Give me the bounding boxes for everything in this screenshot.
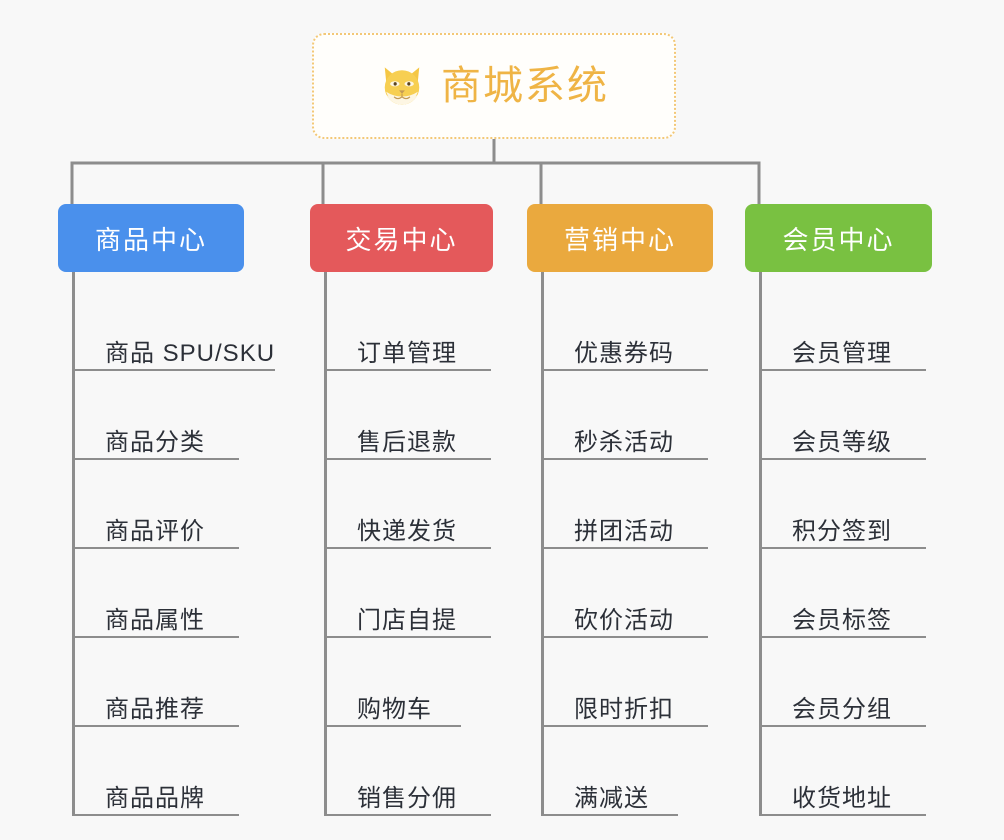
leaf-item[interactable]: 商品 SPU/SKU [75, 282, 275, 371]
root-node[interactable]: 商城系统 [312, 33, 676, 139]
leaf-item[interactable]: 积分签到 [762, 460, 932, 549]
leaf-item[interactable]: 快递发货 [327, 460, 493, 549]
leaf-item-label: 门店自提 [357, 606, 457, 634]
branch-header-label: 营销中心 [563, 224, 676, 255]
leaf-item[interactable]: 优惠券码 [544, 282, 713, 371]
leaf-item[interactable]: 限时折扣 [544, 638, 713, 727]
leaf-item-label: 商品评价 [105, 517, 205, 545]
leaf-item[interactable]: 商品品牌 [75, 727, 244, 816]
leaf-item[interactable]: 会员标签 [762, 549, 932, 638]
leaf-item-label: 砍价活动 [574, 606, 674, 634]
branch-member-center: 会员中心会员管理会员等级积分签到会员标签会员分组收货地址 [745, 204, 932, 816]
leaf-list-member-center: 会员管理会员等级积分签到会员标签会员分组收货地址 [759, 272, 932, 816]
leaf-item-label: 优惠券码 [574, 339, 674, 367]
leaf-item[interactable]: 秒杀活动 [544, 371, 713, 460]
leaf-item-label: 商品品牌 [105, 784, 205, 812]
branch-header-label: 会员中心 [782, 224, 895, 255]
root-title: 商城系统 [441, 64, 609, 108]
leaf-item-label: 限时折扣 [574, 695, 674, 723]
leaf-item-label: 商品推荐 [105, 695, 205, 723]
leaf-list-marketing-center: 优惠券码秒杀活动拼团活动砍价活动限时折扣满减送 [541, 272, 713, 816]
branch-marketing-center: 营销中心优惠券码秒杀活动拼团活动砍价活动限时折扣满减送 [527, 204, 713, 816]
leaf-item[interactable]: 砍价活动 [544, 549, 713, 638]
leaf-item[interactable]: 会员分组 [762, 638, 932, 727]
leaf-item[interactable]: 会员等级 [762, 371, 932, 460]
leaf-item[interactable]: 商品推荐 [75, 638, 244, 727]
leaf-item-label: 收货地址 [792, 784, 892, 812]
branch-header-marketing-center[interactable]: 营销中心 [527, 204, 713, 272]
branch-header-member-center[interactable]: 会员中心 [745, 204, 932, 272]
leaf-item-label: 积分签到 [792, 517, 892, 545]
leaf-item-label: 会员等级 [792, 428, 892, 456]
leaf-item-label: 售后退款 [357, 428, 457, 456]
leaf-item[interactable]: 售后退款 [327, 371, 493, 460]
leaf-item[interactable]: 商品评价 [75, 460, 244, 549]
leaf-item-label: 商品分类 [105, 428, 205, 456]
branch-header-label: 商品中心 [94, 224, 207, 255]
branch-product-center: 商品中心商品 SPU/SKU 商品分类商品评价商品属性商品推荐商品品牌 [58, 204, 275, 816]
leaf-item[interactable]: 商品属性 [75, 549, 244, 638]
leaf-item[interactable]: 收货地址 [762, 727, 932, 816]
leaf-item-label: 拼团活动 [574, 517, 674, 545]
leaf-list-product-center: 商品 SPU/SKU 商品分类商品评价商品属性商品推荐商品品牌 [72, 272, 275, 816]
leaf-item-label: 会员管理 [792, 339, 892, 367]
leaf-item-label: 商品属性 [105, 606, 205, 634]
branch-trade-center: 交易中心订单管理售后退款快递发货门店自提购物车销售分佣 [310, 204, 493, 816]
leaf-item[interactable]: 订单管理 [327, 282, 493, 371]
leaf-item-label: 会员分组 [792, 695, 892, 723]
leaf-item[interactable]: 满减送 [544, 727, 713, 816]
leaf-item-label: 订单管理 [357, 339, 457, 367]
leaf-item[interactable]: 门店自提 [327, 549, 493, 638]
branch-header-trade-center[interactable]: 交易中心 [310, 204, 493, 272]
leaf-item-label: 销售分佣 [357, 784, 457, 812]
leaf-item-label: 快递发货 [357, 517, 457, 545]
leaf-item-label: 满减送 [574, 784, 649, 812]
leaf-item[interactable]: 购物车 [327, 638, 493, 727]
leaf-item-label: 秒杀活动 [574, 428, 674, 456]
leaf-item[interactable]: 销售分佣 [327, 727, 493, 816]
branch-header-label: 交易中心 [345, 224, 458, 255]
leaf-item[interactable]: 拼团活动 [544, 460, 713, 549]
branch-header-product-center[interactable]: 商品中心 [58, 204, 244, 272]
leaf-item-label: 会员标签 [792, 606, 892, 634]
leaf-item-label: 购物车 [357, 695, 432, 723]
shiba-dog-face-icon [384, 67, 420, 105]
leaf-item[interactable]: 会员管理 [762, 282, 932, 371]
leaf-list-trade-center: 订单管理售后退款快递发货门店自提购物车销售分佣 [324, 272, 493, 816]
leaf-item-label: 商品 SPU/SKU [105, 339, 276, 367]
leaf-item[interactable]: 商品分类 [75, 371, 244, 460]
